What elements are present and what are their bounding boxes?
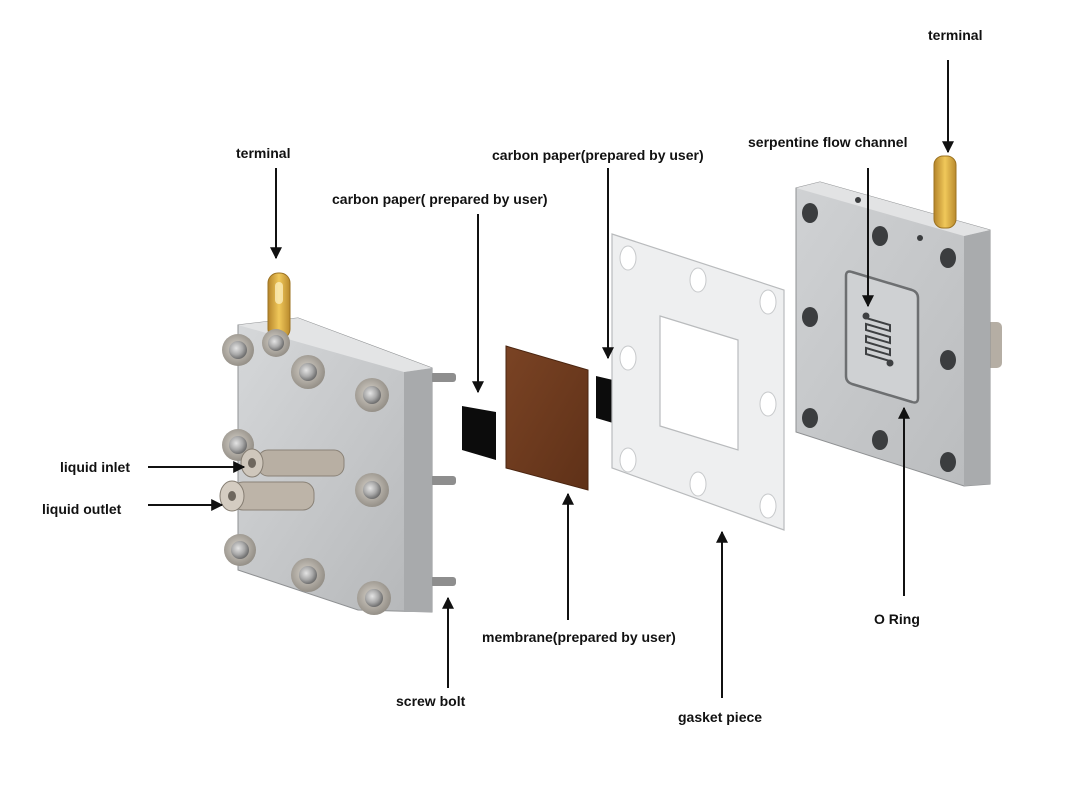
liquid-fittings: [219, 448, 345, 512]
leader-arrows: [148, 60, 954, 698]
label-screw-bolt: screw bolt: [396, 693, 466, 709]
o-ring: [844, 270, 920, 404]
left-terminal: [267, 272, 291, 340]
label-carbon-paper-right: carbon paper(prepared by user): [492, 147, 704, 163]
label-terminal-right: terminal: [928, 27, 982, 43]
right-plate-screws: [802, 197, 956, 472]
labels: terminal carbon paper( prepared by user)…: [42, 27, 982, 725]
label-gasket-piece: gasket piece: [678, 709, 762, 725]
gasket-piece: [611, 233, 785, 531]
label-liquid-outlet: liquid outlet: [42, 501, 122, 517]
label-liquid-inlet: liquid inlet: [60, 459, 130, 475]
left-plate-nuts: [222, 329, 391, 615]
label-serpentine-flow-channel: serpentine flow channel: [748, 134, 907, 150]
label-terminal-left: terminal: [236, 145, 290, 161]
serpentine-flow-channel: [862, 312, 894, 367]
label-carbon-paper-left: carbon paper( prepared by user): [332, 191, 548, 207]
screw-bolt-ends: [430, 373, 456, 586]
right-terminal: [933, 155, 957, 229]
membrane: [505, 345, 589, 491]
carbon-paper-left: [462, 406, 496, 460]
left-end-plate: [219, 272, 456, 615]
label-o-ring: O Ring: [874, 611, 920, 627]
label-membrane: membrane(prepared by user): [482, 629, 676, 645]
right-end-plate: [795, 155, 1002, 487]
